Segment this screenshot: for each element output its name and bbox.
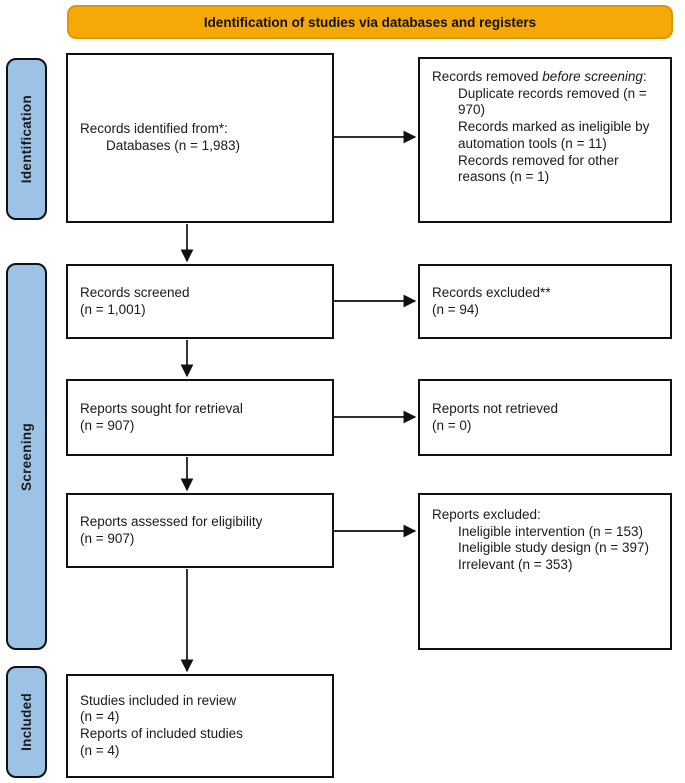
reports-excluded-item-irrelevant: Irrelevant (n = 353)	[458, 557, 573, 573]
reports-excluded-item-intervention: Ineligible intervention (n = 153)	[458, 523, 643, 539]
box-reports-sought: Reports sought for retrieval (n = 907)	[66, 379, 334, 456]
reports-not-retrieved-line1: Reports not retrieved	[432, 400, 559, 416]
records-excluded-line1: Records excluded**	[432, 284, 551, 300]
reports-included-line: Reports of included studies	[80, 726, 243, 741]
reports-sought-line1: Reports sought for retrieval	[80, 400, 243, 416]
reports-excluded-title: Reports excluded:	[432, 507, 541, 522]
reports-assessed-count: (n = 907)	[80, 530, 135, 546]
records-removed-item-duplicates: Duplicate records removed (n = 970)	[458, 85, 647, 118]
stage-label-identification: Identification	[19, 94, 34, 184]
records-identified-databases: Databases (n = 1,983)	[106, 138, 240, 153]
records-excluded-count: (n = 94)	[432, 301, 479, 317]
reports-assessed-line1: Reports assessed for eligibility	[80, 513, 263, 529]
box-reports-not-retrieved: Reports not retrieved (n = 0)	[418, 379, 672, 456]
records-removed-item-automation: Records marked as ineligible by automati…	[458, 119, 650, 151]
records-screened-line1: Records screened	[80, 284, 190, 300]
box-reports-excluded: Reports excluded: Ineligible interventio…	[418, 493, 672, 650]
studies-included-count: (n = 4)	[80, 709, 120, 725]
stage-bar-screening: Screening	[6, 263, 47, 650]
header-banner: Identification of studies via databases …	[67, 5, 673, 39]
studies-included-line1: Studies included in review	[80, 692, 237, 708]
box-records-excluded: Records excluded** (n = 94)	[418, 264, 672, 339]
stage-label-screening: Screening	[19, 422, 34, 491]
stage-bar-included: Included	[6, 666, 47, 778]
records-removed-title: Records removed before screening:	[432, 69, 647, 84]
box-reports-assessed: Reports assessed for eligibility (n = 90…	[66, 493, 334, 568]
box-records-removed: Records removed before screening: Duplic…	[418, 57, 672, 223]
reports-sought-count: (n = 907)	[80, 417, 135, 433]
records-removed-item-other: Records removed for other reasons (n = 1…	[458, 152, 619, 185]
box-records-screened: Records screened (n = 1,001)	[66, 264, 334, 339]
reports-excluded-item-design: Ineligible study design (n = 397)	[458, 540, 649, 556]
records-screened-count: (n = 1,001)	[80, 301, 146, 317]
header-banner-label: Identification of studies via databases …	[203, 14, 537, 30]
box-records-identified: Records identified from*: Databases (n =…	[66, 53, 334, 223]
reports-included-count: (n = 4)	[80, 742, 120, 758]
reports-not-retrieved-count: (n = 0)	[432, 417, 472, 433]
box-studies-included: Studies included in review (n = 4) Repor…	[66, 674, 334, 778]
stage-label-included: Included	[19, 693, 34, 751]
records-identified-title: Records identified from*:	[80, 121, 228, 137]
stage-bar-identification: Identification	[6, 58, 47, 220]
